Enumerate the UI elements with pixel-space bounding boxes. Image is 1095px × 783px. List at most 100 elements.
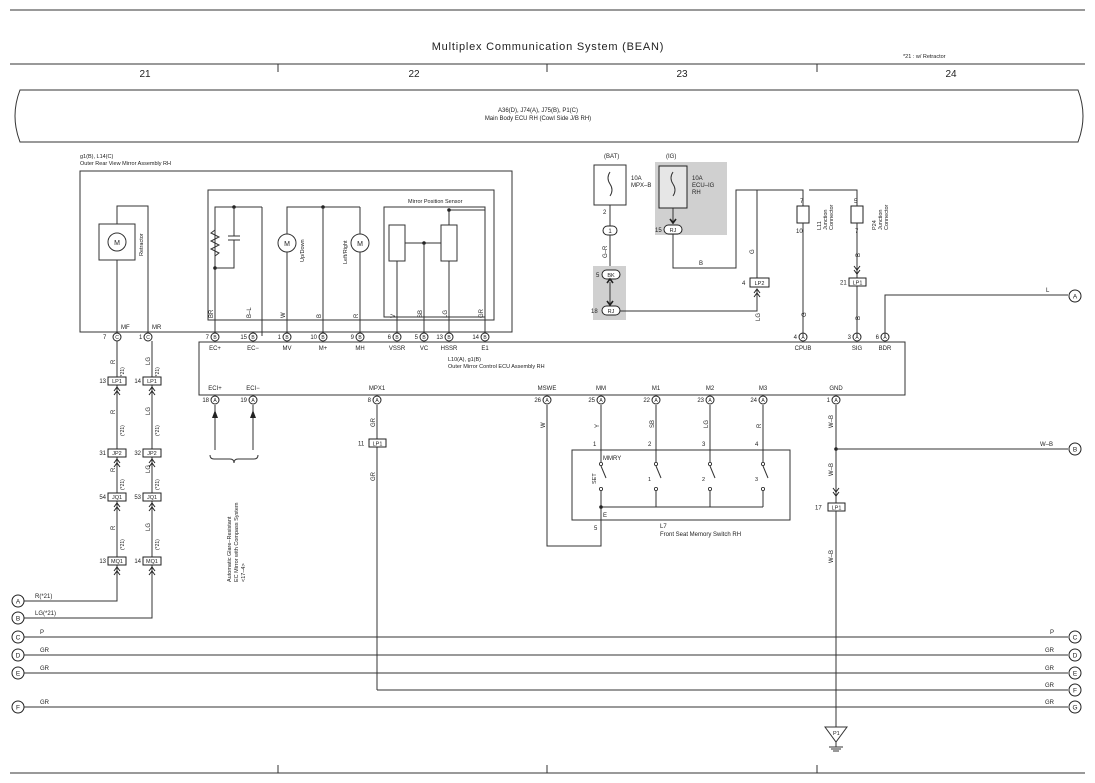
ecu-top-pin-ec+-circle [210, 332, 220, 342]
p24-name-2: Connector [884, 204, 890, 230]
ecu-top-pin-ec−-circle [248, 332, 258, 342]
left-col1-wire: R [111, 359, 117, 364]
mpx1-conn-name: LP1 [373, 442, 383, 448]
ecu-top-pin-num: 9 [351, 335, 355, 341]
lp1-sig-conn: LP1 [853, 281, 863, 287]
ecu-top-pin-mv-letter: B [285, 335, 289, 341]
fuse1-rating: 10A [631, 176, 642, 182]
bus-left-wire: GR [40, 700, 50, 706]
rj2-conn: RJ [670, 228, 677, 234]
ecu-top-pin-num: 5 [415, 335, 419, 341]
left-col1-star: (*21) [120, 367, 126, 378]
switch-num-label: 1 [648, 477, 651, 483]
bus-right-term-letter: F [1073, 688, 1077, 695]
bk-num: 5 [596, 273, 600, 279]
memory-switch-name: Front Seat Memory Switch RH [660, 532, 741, 538]
mf-label: MF [121, 325, 130, 331]
left-term-a: A [16, 599, 21, 606]
ecu-bottom-pin-num: 18 [202, 398, 209, 404]
ecu-right-pin-cpub-letter: A [801, 335, 805, 341]
left-conn-box [107, 448, 127, 458]
fuse1-pin1: 1 [608, 229, 612, 235]
ecu-bottom-pin-label: ECI− [246, 386, 260, 392]
mr-pin-conn: C [146, 335, 150, 341]
bus-left-term [11, 630, 25, 644]
bus-right-term [1068, 666, 1082, 680]
retractor-label: Retractor [139, 233, 145, 256]
outer-mirror-control-ecu: L10(A), g1(B) Outer Mirror Control ECU A… [198, 307, 906, 405]
switch-num-label: 3 [755, 477, 758, 483]
lp2-num: 4 [742, 281, 746, 287]
ecu-top-wire-color: V [391, 314, 397, 318]
ecu-name: Outer Mirror Control ECU Assembly RH [448, 364, 545, 370]
switch-pin-top: 2 [648, 442, 652, 448]
set-label: SET [592, 473, 598, 484]
ecu-top-wire-color: GR [479, 308, 485, 318]
p24-name-1: Junction [878, 210, 884, 231]
left-col2-wire: LG [146, 465, 152, 473]
ecu-right-pin-num: 4 [794, 335, 798, 341]
ecu-top-pin-label: VSSR [389, 346, 406, 352]
banner-connectors: A36(D), J74(A), J75(B), P1(C) [498, 108, 578, 114]
ecu-bottom-pin-label: ECI+ [208, 386, 222, 392]
ecu-bottom-pin-num: 1 [827, 398, 831, 404]
ecu-top-pin-mh-circle [355, 332, 365, 342]
ecu-top-pin-mv-circle [282, 332, 292, 342]
left-term-b: B [16, 616, 20, 623]
switch-blade [762, 465, 769, 479]
mirror-position-sensor-label: Mirror Position Sensor [408, 199, 463, 205]
ecu-bottom-pin-label: M1 [652, 386, 661, 392]
bus-right-wire: GR [1045, 683, 1055, 689]
fuse1-pin2: 2 [603, 210, 607, 216]
left-conn-name: JP2 [147, 451, 156, 457]
ecu-bottom-pin-num: 24 [750, 398, 757, 404]
left-col1-wire: R [111, 525, 117, 530]
bus-left-term [11, 700, 25, 714]
mirror-assembly-connectors: g1(B), L14(C) [80, 154, 113, 160]
ecu-bottom-pin-mswe-circle [542, 395, 552, 405]
ecu-right-pin-bdr-letter: A [883, 335, 887, 341]
note-retractor: *21 : w/ Retractor [903, 54, 946, 60]
wb-wire-3: W–B [829, 550, 835, 563]
ecu-top-pin-vssr-letter: B [395, 335, 399, 341]
left-col2-wire: LG [146, 407, 152, 415]
ecu-bottom-pin-m3-circle [758, 395, 768, 405]
left-conn-num: 13 [99, 379, 106, 385]
ecu-top-pin-e1-letter: B [483, 335, 487, 341]
ecu-bottom-pin-m1-letter: A [654, 398, 658, 404]
ecu-right-pin-label: BDR [879, 346, 892, 352]
ecu-top-pin-num: 13 [436, 335, 443, 341]
l11-name-2: Connector [829, 204, 835, 230]
column-22: 22 [408, 69, 420, 80]
ecu-bottom-pin-mpx1-circle [372, 395, 382, 405]
ecu-top-wire-color: B [317, 314, 323, 318]
l11-ref: L11 [817, 221, 823, 230]
left-conn-box [107, 492, 127, 502]
ecu-bottom-pin-num: 23 [697, 398, 704, 404]
ecu-bottom-pin-num: 19 [240, 398, 247, 404]
leftright-label: Left/Right [343, 240, 349, 264]
ecu-top-pins: B7EC+BRB15EC−B–LB1MVWB10M+BB9MHRB6VSSRVB… [206, 307, 490, 352]
ecu-top-pin-m+-letter: B [321, 335, 325, 341]
mswe-wire [546, 405, 602, 547]
ecu-top-pin-e1-circle [480, 332, 490, 342]
switch-wire-color: R [757, 423, 763, 428]
lp1-gnd-num: 17 [815, 506, 822, 512]
glare-mirror-reference: Automatic Glare–Resistant EC Mirror with… [209, 405, 259, 582]
left-conn-name: LP1 [147, 379, 157, 385]
right-term-b: B [1073, 447, 1077, 454]
ecu-top-pin-num: 6 [388, 335, 392, 341]
switch-wire-color: SB [650, 420, 656, 428]
ecu-top-wire-color: R [354, 313, 360, 318]
retractor-motor-symbol: M [114, 240, 120, 247]
bat-label: (BAT) [604, 154, 619, 160]
left-conn-name: JQ1 [112, 495, 122, 501]
mf-pin-conn: C [115, 335, 119, 341]
ig-label: (IG) [666, 154, 676, 160]
mpx1-wire-color-lower: GR [371, 471, 377, 481]
pin-bottom-5: 5 [594, 526, 598, 532]
ecu-bottom-pin-label: MPX1 [369, 386, 386, 392]
updown-motor-symbol: M [284, 241, 290, 248]
left-conn-name: JP2 [112, 451, 121, 457]
